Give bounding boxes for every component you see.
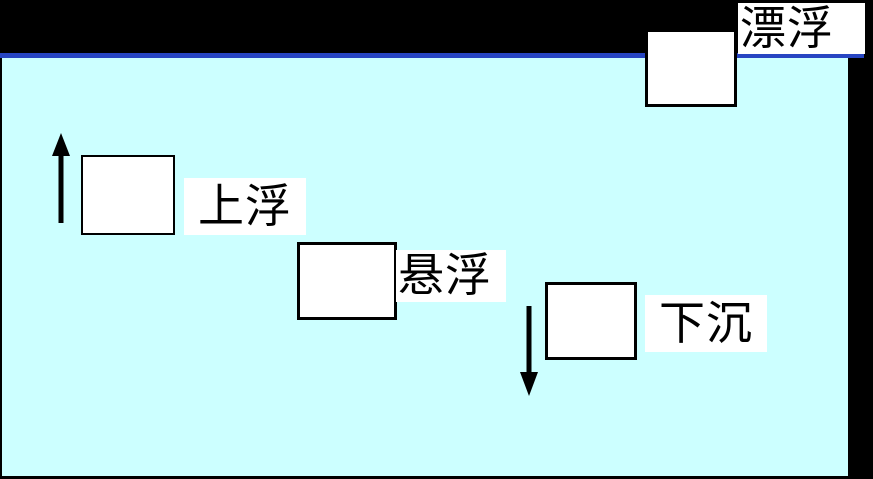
sinking-object-box bbox=[545, 282, 637, 360]
rising-object-box bbox=[81, 155, 175, 235]
label-rising: 上浮 bbox=[184, 178, 306, 235]
down-arrow-icon bbox=[520, 306, 538, 396]
floating-object-box bbox=[645, 29, 737, 107]
suspended-object-box bbox=[297, 242, 397, 320]
label-floating: 漂浮 bbox=[738, 3, 865, 54]
up-arrow-icon bbox=[52, 133, 70, 223]
label-suspended: 悬浮 bbox=[396, 250, 506, 302]
water-surface-line bbox=[0, 53, 864, 58]
label-sinking: 下沉 bbox=[645, 295, 767, 352]
